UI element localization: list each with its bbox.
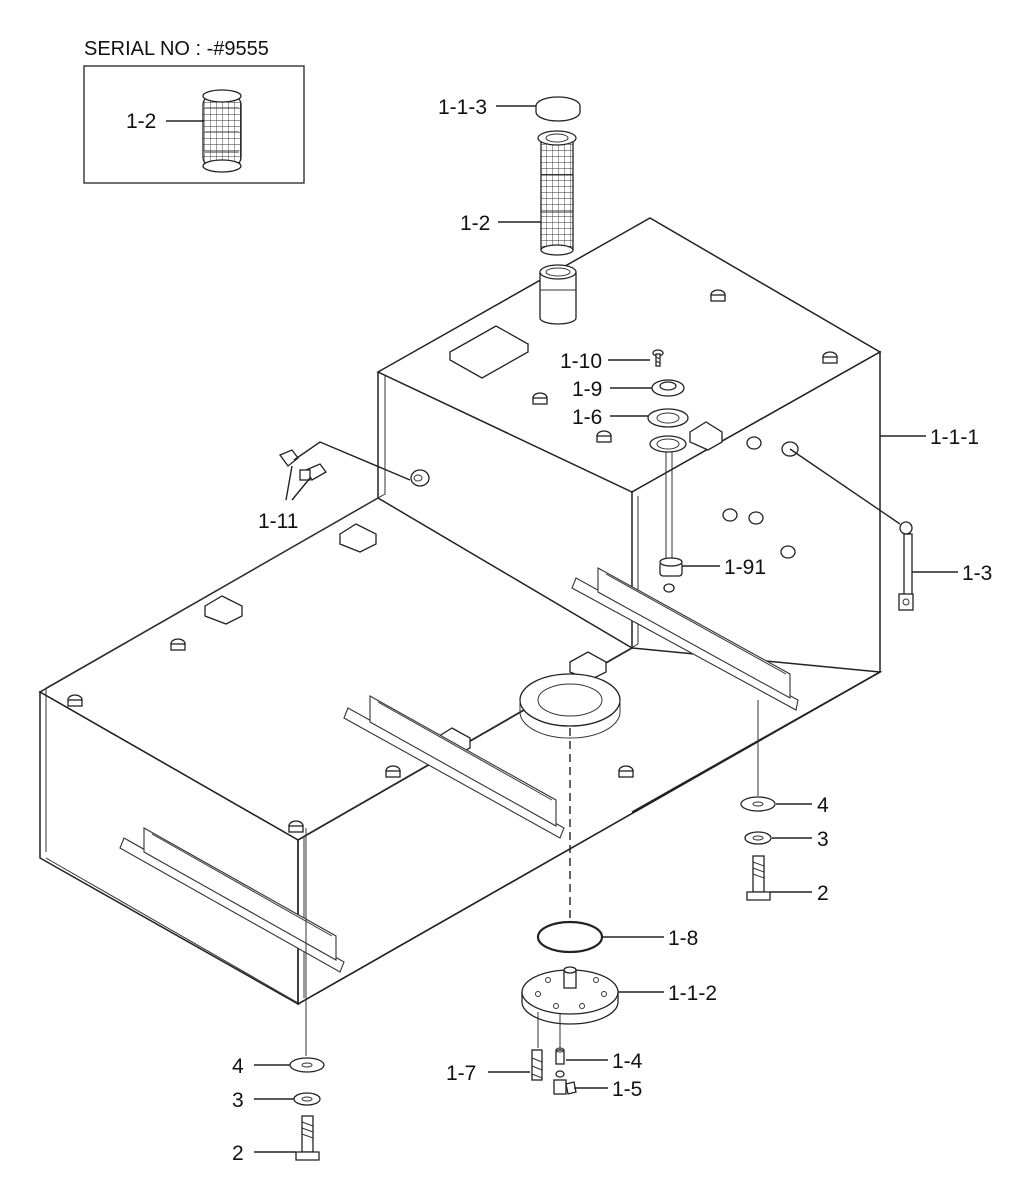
label-2-right: 2 [817,882,829,905]
washer-icon-4-right [740,796,776,812]
serial-number-text: SERIAL NO : -#9555 [84,38,269,60]
fitting-icon-1-4 [555,1047,565,1065]
label-1-91: 1-91 [724,556,766,579]
o-ring-icon [536,920,604,954]
label-1-11: 1-11 [258,510,298,533]
inset-label-1-2: 1-2 [126,110,156,133]
drain-cock-icon [278,449,327,481]
fuel-tank-icon [38,217,883,1006]
label-2-left: 2 [232,1142,244,1165]
mounting-rails [119,567,799,973]
washer-icon-3-right [744,831,772,845]
washer-icon-4-left [289,1057,325,1073]
label-1-5: 1-5 [612,1078,642,1101]
label-3-right: 3 [817,828,829,851]
top-cover-plate [448,325,530,379]
label-1-4: 1-4 [612,1050,643,1073]
flange-icon [521,966,619,1025]
serial-inset-box [83,65,305,184]
sump-ring-icon [519,673,621,739]
label-1-1-1: 1-1-1 [930,426,979,449]
label-1-1-2: 1-1-2 [668,982,717,1005]
leader-1-3-link [789,448,901,525]
fitting-icon-1-7 [531,1049,543,1081]
washer-icon-3-left [293,1092,321,1106]
strainer-icon [537,130,577,256]
label-1-6: 1-6 [572,406,602,429]
leader-1-11-a [293,441,411,481]
drain-plug-icon-1-5 [553,1070,577,1095]
bolt-icon-1-10 [652,349,664,367]
bolt-icon-2-right [746,855,771,901]
inset-strainer-icon [202,89,242,173]
filler-cap-icon [535,96,581,122]
label-1-9: 1-9 [572,378,602,401]
gauge-cap-icon [651,379,685,397]
bolt-icon-2-left [295,1115,320,1161]
label-4-right: 4 [817,794,829,817]
label-1-1-3: 1-1-3 [438,96,487,119]
float-icon [659,557,683,593]
leader-1-11-b [285,465,311,501]
label-3-left: 3 [232,1089,244,1112]
label-4-left: 4 [232,1055,244,1078]
label-1-2: 1-2 [460,212,490,235]
gauge-ring-icon [649,435,687,453]
label-1-8: 1-8 [668,927,698,950]
tank-bosses [67,289,838,833]
filler-neck-icon [539,264,577,325]
label-1-7: 1-7 [446,1062,476,1085]
level-gauge-icon [898,521,914,611]
label-1-10: 1-10 [560,350,602,373]
gasket-icon [647,408,689,428]
label-1-3: 1-3 [962,562,992,585]
